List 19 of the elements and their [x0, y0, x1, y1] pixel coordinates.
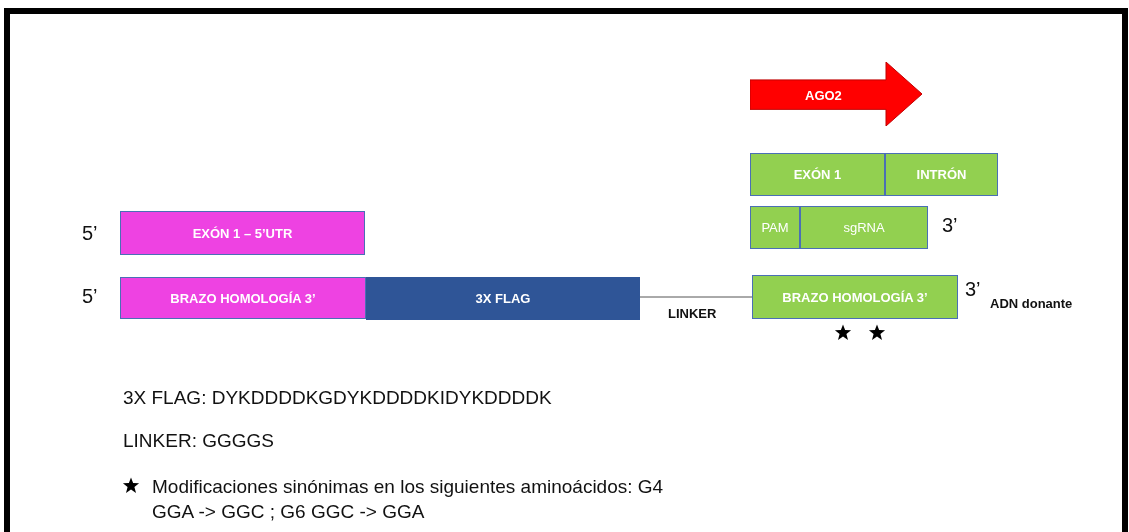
construct-label: ADN donante	[990, 296, 1073, 311]
strand-end-label: 3’	[942, 214, 958, 237]
homology-arm-box: BRAZO HOMOLOGÍA 3’	[752, 275, 958, 319]
sequence-note: 3X FLAG: DYKDDDDKGDYKDDDDKIDYKDDDDK	[123, 387, 552, 409]
strand-end-label: 5’	[82, 222, 98, 245]
intron-box: INTRÓN	[885, 153, 998, 196]
homology-arm-box: BRAZO HOMOLOGÍA 3’	[120, 277, 366, 319]
flag-tag-box: 3X FLAG	[366, 277, 640, 320]
pam-box: PAM	[750, 206, 800, 249]
exon-utr-box: EXÓN 1 – 5’UTR	[120, 211, 365, 255]
edge-label: LINKER	[668, 306, 717, 321]
strand-end-label: 3’	[965, 278, 981, 301]
gene-arrow: AGO2	[750, 62, 922, 126]
sgrna-box: sgRNA	[800, 206, 928, 249]
strand-end-label: 5’	[82, 285, 98, 308]
exon-box: EXÓN 1	[750, 153, 885, 196]
sequence-note: LINKER: GGGGS	[123, 430, 274, 452]
connector-line	[639, 296, 753, 298]
legend-text: Modificaciones sinónimas en los siguientes aminoácidos: G4 GGA -> GGC ; G6 GGC -> GGA	[152, 475, 665, 524]
